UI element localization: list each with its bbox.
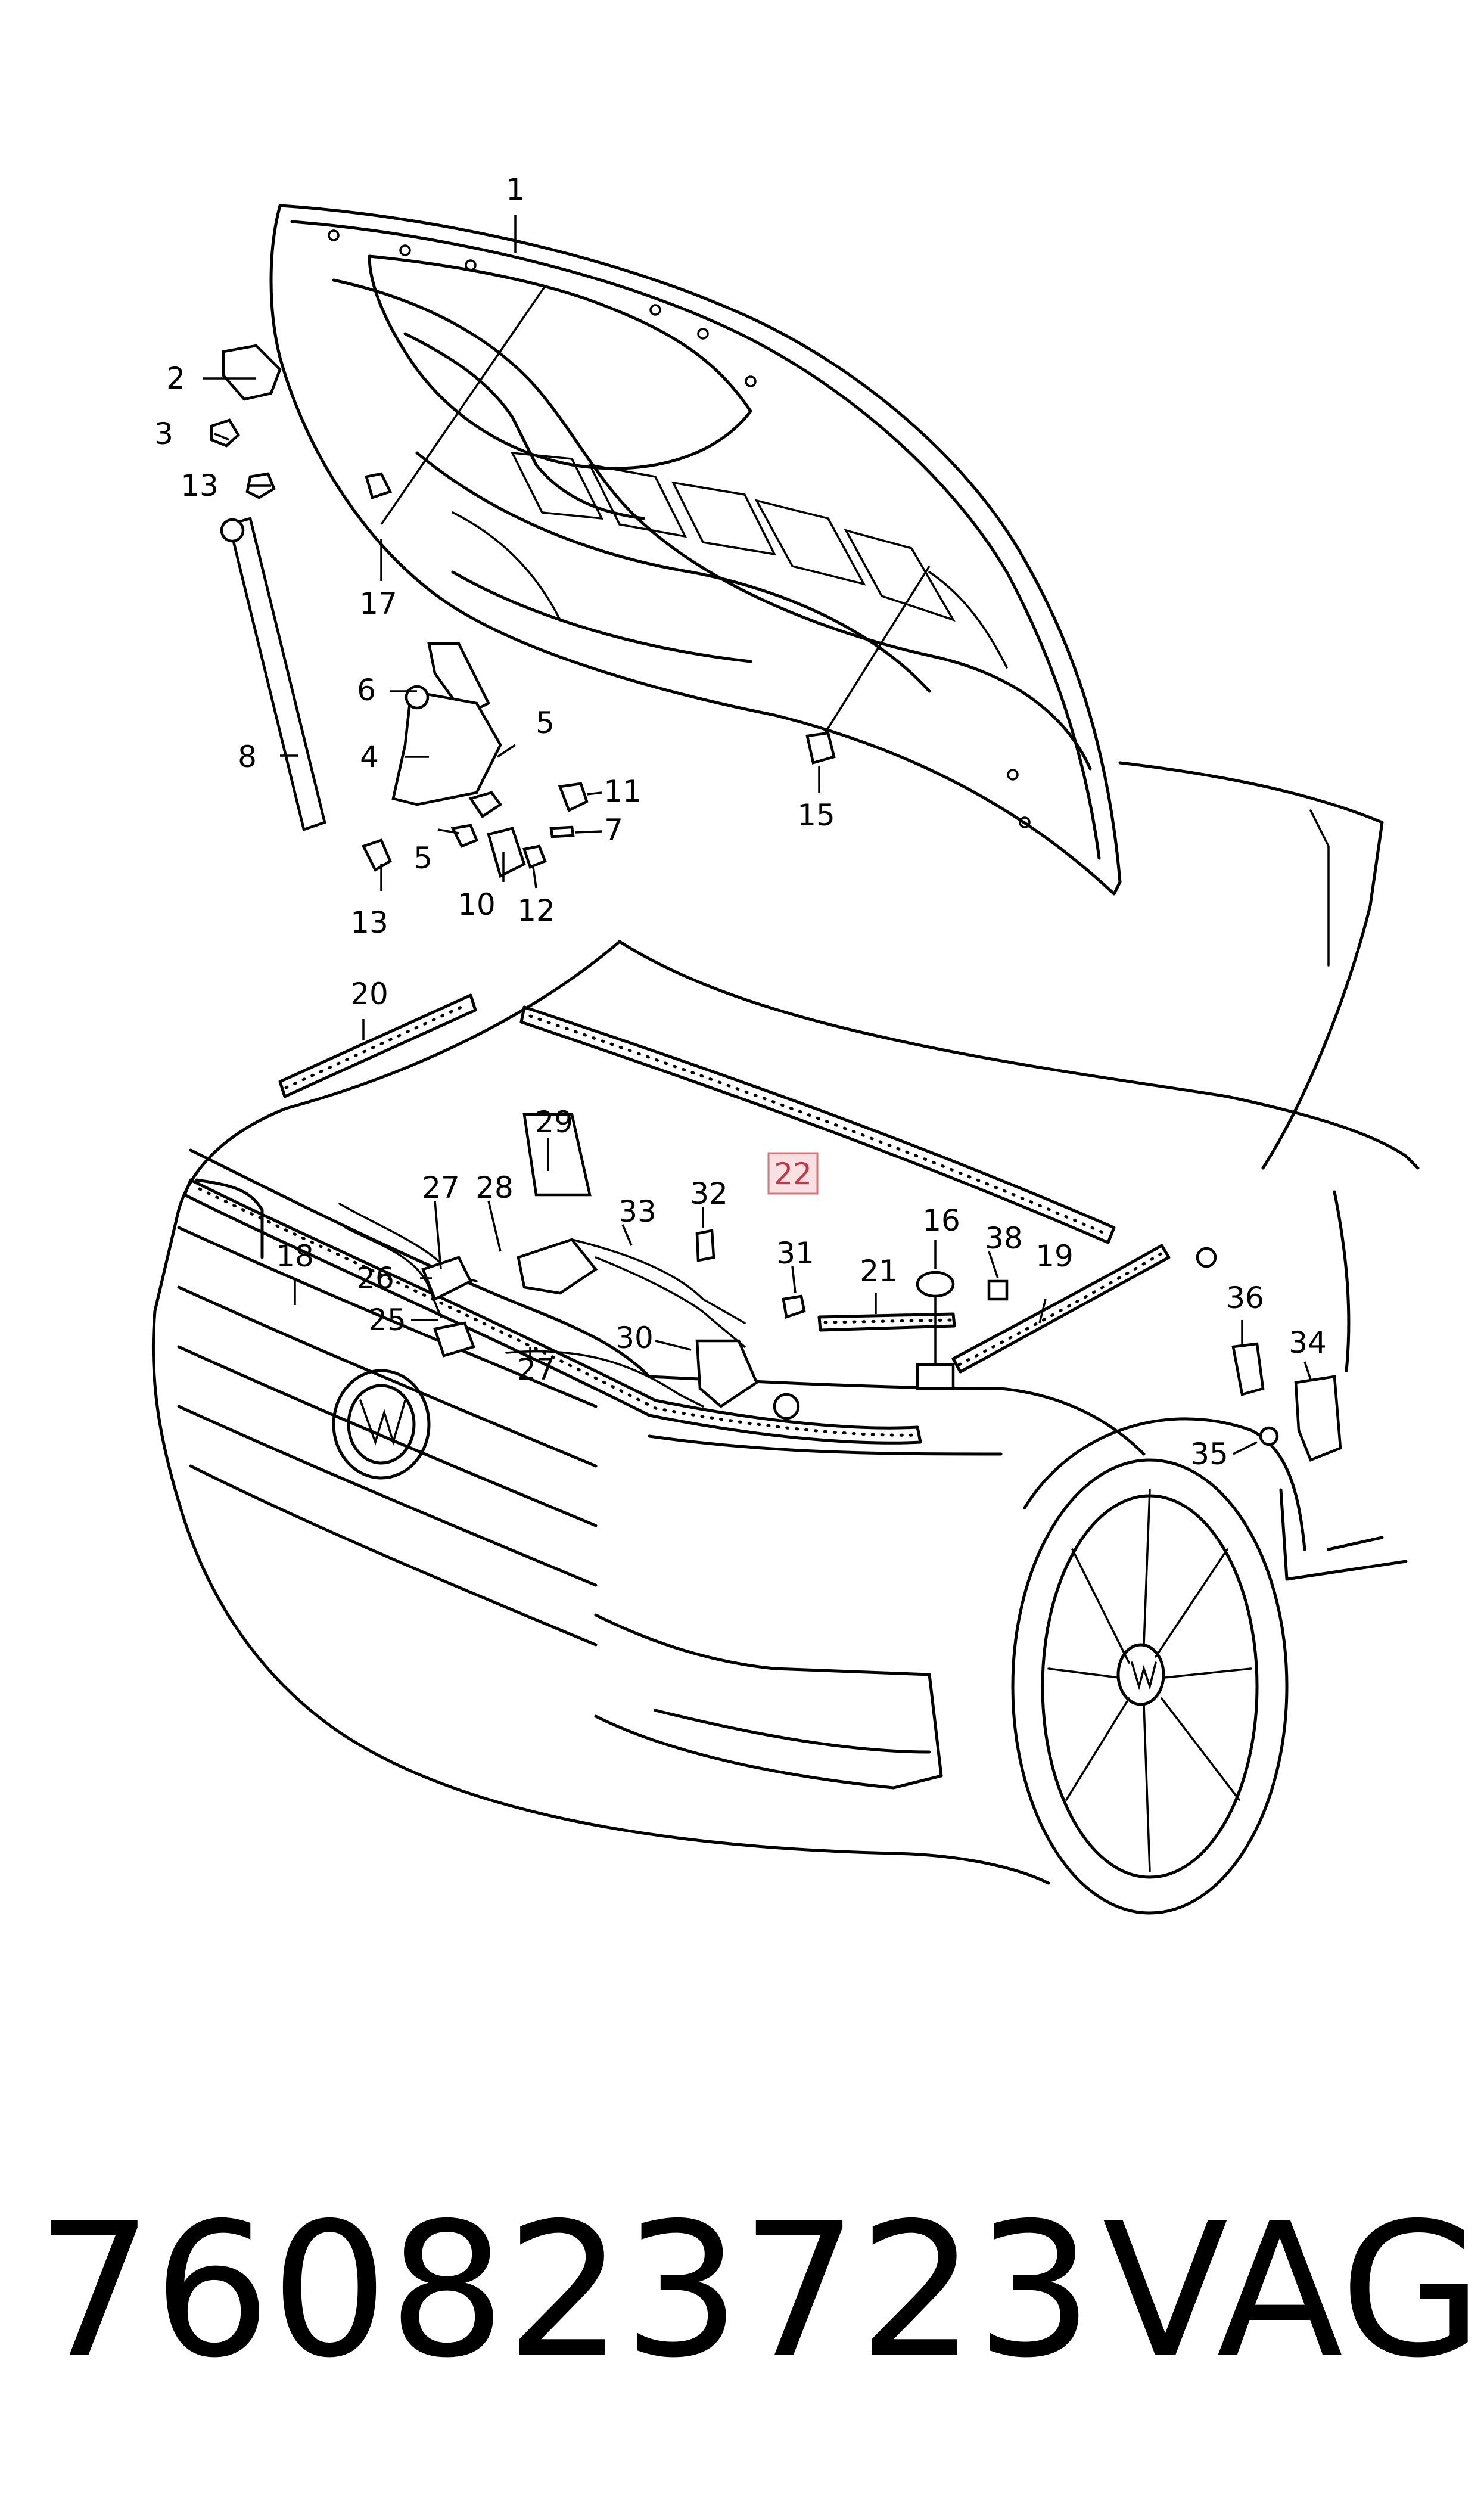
callout-33: 33	[618, 1194, 657, 1229]
callout-34: 34	[1289, 1325, 1327, 1360]
parts-diagram: 1 2 3 13 17 6 5 4 8 11 7 5 10 12 13 15 2…	[151, 172, 1420, 1915]
bonnet-drawing	[269, 204, 1122, 896]
callout-21: 21	[860, 1254, 898, 1288]
callout-6: 6	[357, 673, 376, 707]
callout-16: 16	[922, 1203, 960, 1238]
callout-27-upper: 27	[422, 1170, 460, 1205]
callout-2: 2	[166, 361, 185, 396]
callout-5-upper: 5	[536, 706, 555, 740]
callout-labels: 1 2 3 13 17 6 5 4 8 11 7 5 10 12 13 15 2…	[154, 172, 1327, 1471]
callout-13-lower: 13	[350, 905, 388, 940]
callout-31: 31	[776, 1236, 814, 1271]
car-body-drawing	[151, 761, 1420, 1915]
callout-7: 7	[604, 813, 623, 847]
callout-27-lower: 27	[517, 1352, 555, 1387]
part-number: 760823723	[36, 2183, 1094, 2399]
brand-label: VAG	[1102, 2183, 1483, 2399]
callout-38: 38	[985, 1221, 1023, 1256]
callout-10: 10	[458, 887, 496, 922]
callout-25: 25	[368, 1303, 406, 1337]
callout-18: 18	[276, 1239, 314, 1274]
callout-12: 12	[517, 893, 555, 928]
seals-drawing	[183, 993, 1342, 1462]
callout-35: 35	[1190, 1437, 1228, 1471]
callout-36: 36	[1226, 1281, 1264, 1315]
callout-20: 20	[350, 977, 388, 1011]
callout-30: 30	[615, 1321, 654, 1355]
callout-4: 4	[360, 740, 379, 774]
callout-29: 29	[535, 1105, 573, 1139]
callout-17: 17	[359, 586, 397, 621]
highlight-box-22	[767, 1152, 819, 1195]
callout-3: 3	[154, 417, 173, 451]
callout-22: 22	[774, 1157, 812, 1191]
callout-5-lower: 5	[413, 841, 433, 875]
callout-32: 32	[690, 1176, 728, 1211]
callout-1: 1	[506, 172, 525, 207]
callout-28: 28	[475, 1170, 514, 1205]
callout-13-upper: 13	[181, 468, 219, 503]
callout-26: 26	[356, 1261, 394, 1296]
callout-11: 11	[603, 774, 642, 809]
callout-8: 8	[238, 740, 257, 774]
callout-15: 15	[797, 798, 835, 833]
hinge-drawing	[210, 344, 836, 878]
callout-19: 19	[1035, 1239, 1074, 1274]
leader-lines	[203, 215, 1312, 1455]
